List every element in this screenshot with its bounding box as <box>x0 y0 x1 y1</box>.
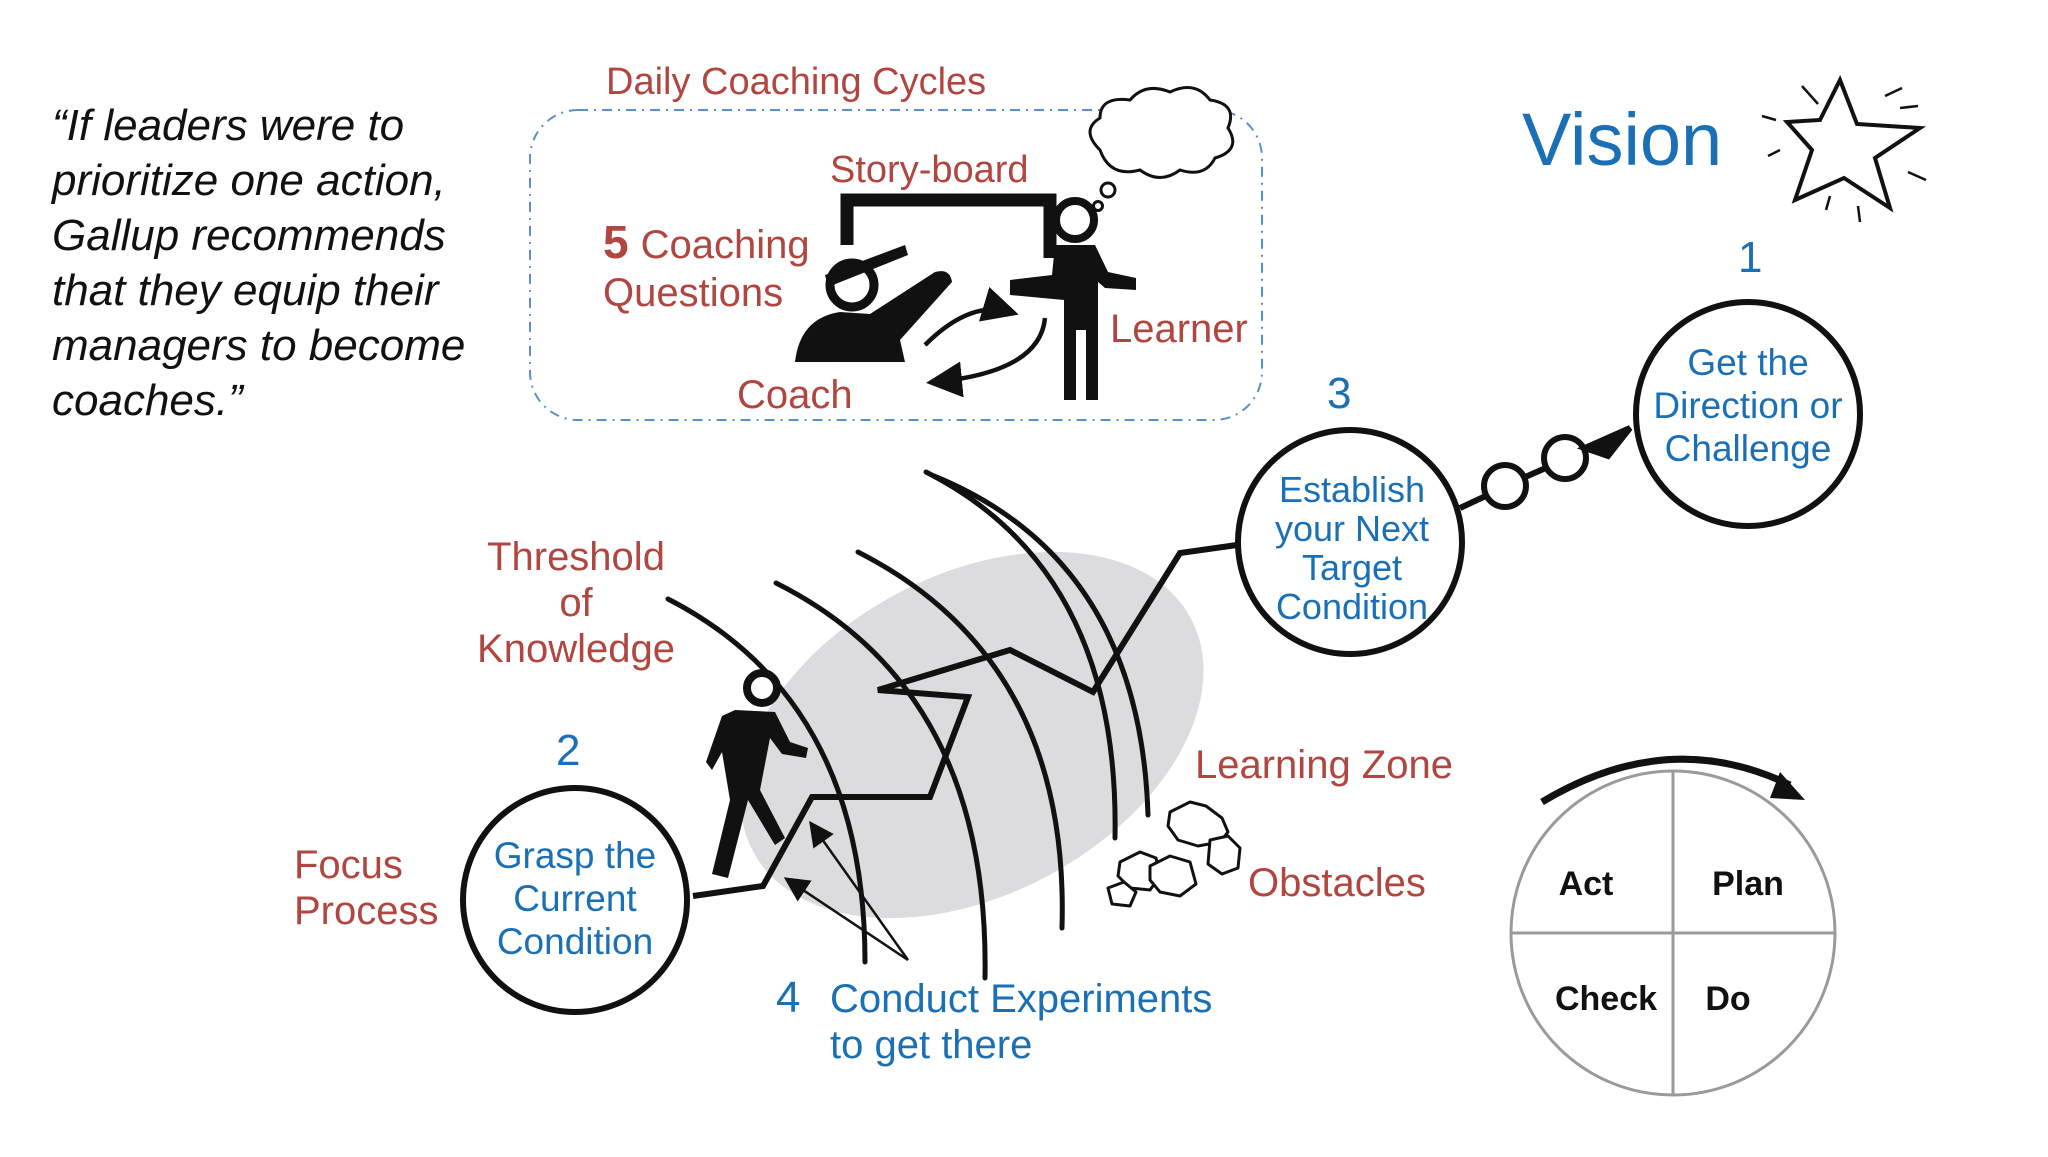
pdca-do: Do <box>1705 980 1750 1018</box>
step1-line-2: Direction or <box>1653 385 1842 426</box>
step1-number: 1 <box>1738 233 1762 282</box>
threshold-label: Threshold of Knowledge <box>477 535 675 671</box>
learner-icon <box>1010 197 1136 400</box>
step4-number: 4 <box>776 973 800 1022</box>
learner-label: Learner <box>1110 307 1248 351</box>
pdca-act: Act <box>1559 865 1614 903</box>
questions-word: Coaching <box>641 223 810 267</box>
step2-line-3: Condition <box>497 921 653 962</box>
star-icon <box>1782 75 1927 213</box>
step3-circle <box>1235 427 1465 657</box>
vision-title: Vision <box>1522 98 1722 181</box>
learner-running-icon <box>706 669 808 878</box>
step2-line-1: Grasp the <box>494 835 656 876</box>
step3-line-1: Establish <box>1279 469 1425 510</box>
step3-number: 3 <box>1327 369 1351 418</box>
pdca-cycle <box>1509 755 1837 1097</box>
coach-label: Coach <box>737 373 853 417</box>
step4-line-1: Conduct Experiments <box>830 977 1212 1021</box>
pdca-labels: Act Plan Check Do <box>1555 865 1784 1018</box>
step3-text: Establish your Next Target Condition <box>1275 469 1429 627</box>
coach-icon <box>795 245 952 362</box>
step2-circle <box>460 785 690 1015</box>
coaching-title: Daily Coaching Cycles <box>606 61 986 103</box>
coaching-cycle-arrows <box>923 287 1048 398</box>
step1-line-3: Challenge <box>1665 428 1832 469</box>
pdca-check: Check <box>1555 980 1657 1018</box>
learning-zone-label: Learning Zone <box>1195 743 1453 787</box>
path-to-challenge <box>1458 425 1633 511</box>
obstacles-icon <box>1106 800 1242 908</box>
quote-line-3: Gallup recommends <box>52 211 446 260</box>
step1-line-1: Get the <box>1687 342 1808 383</box>
pdca-plan: Plan <box>1712 865 1784 903</box>
step2-number: 2 <box>556 726 580 775</box>
progress-path <box>692 542 1238 899</box>
step3-line-3: Target <box>1302 547 1402 588</box>
threshold-line-2: of <box>559 581 593 625</box>
threshold-line-1: Threshold <box>487 535 665 579</box>
step1-text: Get the Direction or Challenge <box>1653 342 1842 469</box>
step2-line-2: Current <box>513 878 637 919</box>
step3-line-2: your Next <box>1275 508 1429 549</box>
quote-line-2: prioritize one action, <box>52 156 446 205</box>
threshold-line-3: Knowledge <box>477 627 675 671</box>
step4-line-2: to get there <box>830 1023 1032 1067</box>
questions-number: 5 <box>603 216 629 268</box>
thought-bubble-icon <box>1088 86 1235 212</box>
obstacles-label: Obstacles <box>1248 861 1426 905</box>
quote-line-5: managers to become <box>52 321 466 370</box>
step1-circle <box>1633 299 1863 529</box>
storyboard-icon <box>840 193 1057 258</box>
experiment-arrows <box>783 820 910 962</box>
quote-line-4: that they equip their <box>52 266 439 315</box>
focus-line-2: Process <box>294 889 439 933</box>
gallup-quote: “If leaders were to prioritize one actio… <box>52 98 512 428</box>
step2-text: Grasp the Current Condition <box>494 835 656 962</box>
learning-zone-ellipse <box>740 551 1204 919</box>
coaching-cycle-box <box>529 109 1263 421</box>
coaching-questions-line1: 5 Coaching <box>603 216 810 268</box>
coaching-questions-line2: Questions <box>603 271 783 315</box>
star-sparkle-lines <box>1761 85 1927 223</box>
storyboard-label: Story-board <box>830 149 1029 191</box>
quote-line-1: “If leaders were to <box>52 101 405 150</box>
focus-line-1: Focus <box>294 843 403 887</box>
step3-line-4: Condition <box>1276 586 1428 627</box>
quote-line-6: coaches.” <box>52 376 243 425</box>
